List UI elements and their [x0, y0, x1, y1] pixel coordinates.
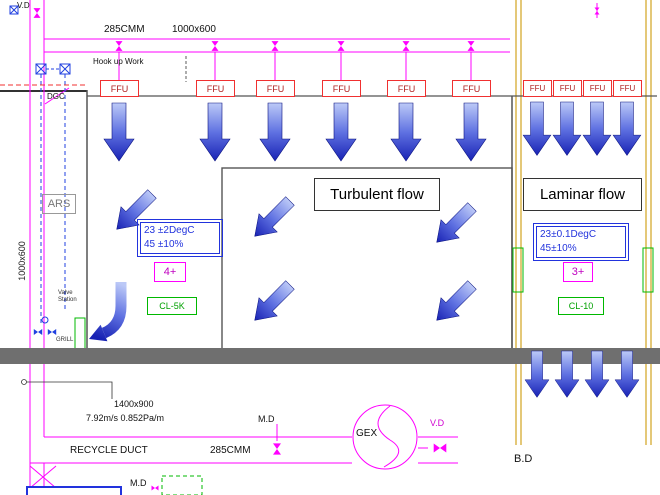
- valve-station-symbols: [33, 329, 57, 335]
- laminar-count-box: 3+: [563, 262, 593, 282]
- ffu-unit: FFU: [387, 80, 426, 97]
- duct-size-label: 1000x600: [172, 24, 216, 35]
- ffu-unit: FFU: [196, 80, 235, 97]
- valve-station-label: Valve Station: [58, 290, 77, 304]
- vd-bottom-label: V.D: [430, 418, 445, 428]
- ffu-unit: FFU: [452, 80, 491, 97]
- grille-symbols: [74, 247, 654, 495]
- laminar-flow-title: Laminar flow: [523, 178, 642, 211]
- grill-label: GRILL: [56, 337, 74, 343]
- laminar-class-box: CL-10: [558, 297, 604, 315]
- turbulent-temp: 23 ±2DegC: [144, 225, 195, 236]
- supply-duct-lines: [29, 0, 598, 489]
- floor-slab: [0, 348, 660, 364]
- recycle-cmm-label: 285CMM: [210, 445, 251, 456]
- dgc-label: DGC: [47, 92, 65, 101]
- ffu-unit: FFU: [613, 80, 642, 97]
- bd-label: B.D: [514, 453, 533, 465]
- duct-cmm-label: 285CMM: [104, 24, 145, 35]
- airflow-arrows: [89, 101, 642, 398]
- ars-box: ARS: [42, 194, 76, 214]
- vd-top-label: V.D: [17, 1, 30, 10]
- md-label: M.D: [258, 414, 275, 424]
- ffu-unit: FFU: [256, 80, 295, 97]
- leader-lines: [21, 56, 187, 399]
- gex-label: GEX: [356, 428, 378, 439]
- laminar-temp: 23±0.1DegC: [540, 229, 597, 240]
- bottom-left-unit-box: [26, 486, 122, 495]
- ffu-unit: FFU: [100, 80, 139, 97]
- laminar-rh: 45±10%: [540, 243, 577, 254]
- ffu-unit: FFU: [523, 80, 552, 97]
- return-duct-size-label: 1400x900: [114, 399, 154, 409]
- valve-station-line2: Station: [58, 297, 77, 303]
- hookup-lines: [9, 5, 71, 326]
- return-duct-spec-label: 7.92m/s 0.852Pa/m: [86, 413, 165, 423]
- recycle-duct-label: RECYCLE DUCT: [70, 445, 148, 456]
- riser-size-label: 1000x600: [17, 241, 27, 281]
- turbulent-class-box: CL-5K: [147, 297, 197, 315]
- md-bottom-label: M.D: [130, 478, 147, 488]
- valve-station-line1: Valve: [58, 290, 73, 296]
- laminar-partition-lines: [515, 0, 652, 445]
- ars-label: ARS: [47, 198, 71, 210]
- gex-fan-symbol: [352, 404, 418, 470]
- ffu-unit: FFU: [583, 80, 612, 97]
- laminar-conditions-box: 23±0.1DegC 45±10%: [533, 223, 629, 261]
- turbulent-flow-title: Turbulent flow: [314, 178, 440, 211]
- turbulent-count-box: 4+: [154, 262, 186, 282]
- turbulent-conditions-box: 23 ±2DegC 45 ±10%: [137, 219, 223, 257]
- hookup-work-label: Hook up Work: [93, 57, 144, 66]
- turbulent-rh: 45 ±10%: [144, 239, 184, 250]
- ffu-unit: FFU: [553, 80, 582, 97]
- ffu-unit: FFU: [322, 80, 361, 97]
